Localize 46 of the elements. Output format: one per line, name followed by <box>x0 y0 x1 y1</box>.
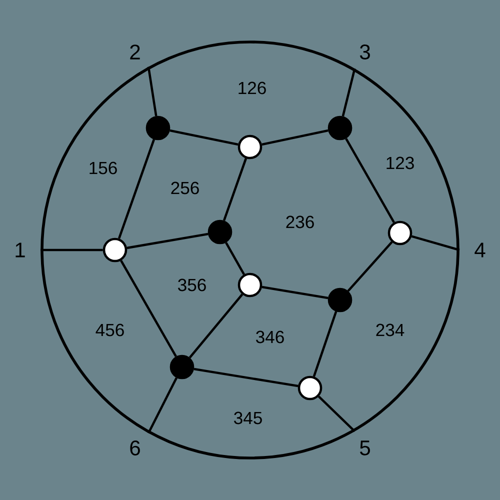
point-number: 2 <box>130 44 140 60</box>
region-label: 156 <box>90 162 117 174</box>
point-number: 1 <box>16 242 25 258</box>
hollow-circle <box>238 134 262 160</box>
region-label: 123 <box>386 156 414 170</box>
hollow-circle <box>102 238 128 262</box>
point-number: 4 <box>474 242 486 258</box>
line <box>312 311 338 377</box>
filled-dot <box>170 354 194 380</box>
line <box>170 129 238 146</box>
line <box>411 235 460 252</box>
line <box>347 241 393 292</box>
line <box>147 66 158 116</box>
hollow-circle <box>238 272 262 298</box>
line <box>225 242 246 275</box>
filled-dot <box>146 116 170 140</box>
outer-circle <box>40 40 460 460</box>
region-label: 356 <box>178 278 206 292</box>
filled-dot <box>328 116 352 140</box>
region-label: 234 <box>376 324 404 336</box>
line <box>194 368 298 388</box>
line <box>126 232 208 250</box>
line <box>262 129 328 146</box>
region-label: 236 <box>286 216 314 228</box>
hollow-circle <box>298 376 322 400</box>
region-label: 126 <box>238 82 266 94</box>
hollow-circle <box>388 220 412 246</box>
line <box>118 139 156 239</box>
point-number: 3 <box>360 44 370 60</box>
line <box>120 260 177 358</box>
line <box>318 396 356 432</box>
filled-dot <box>328 288 352 312</box>
line <box>342 68 356 116</box>
region-label: 346 <box>256 330 284 344</box>
line <box>222 158 248 221</box>
line <box>147 377 178 434</box>
region-label: 256 <box>171 182 199 194</box>
line <box>188 294 244 358</box>
point-number: 6 <box>130 440 140 456</box>
region-label: 345 <box>234 412 262 424</box>
filled-dot <box>208 220 232 244</box>
line <box>262 286 328 300</box>
region-label: 456 <box>96 324 124 336</box>
point-number: 5 <box>360 440 370 456</box>
line <box>40 248 103 252</box>
line <box>345 138 395 224</box>
